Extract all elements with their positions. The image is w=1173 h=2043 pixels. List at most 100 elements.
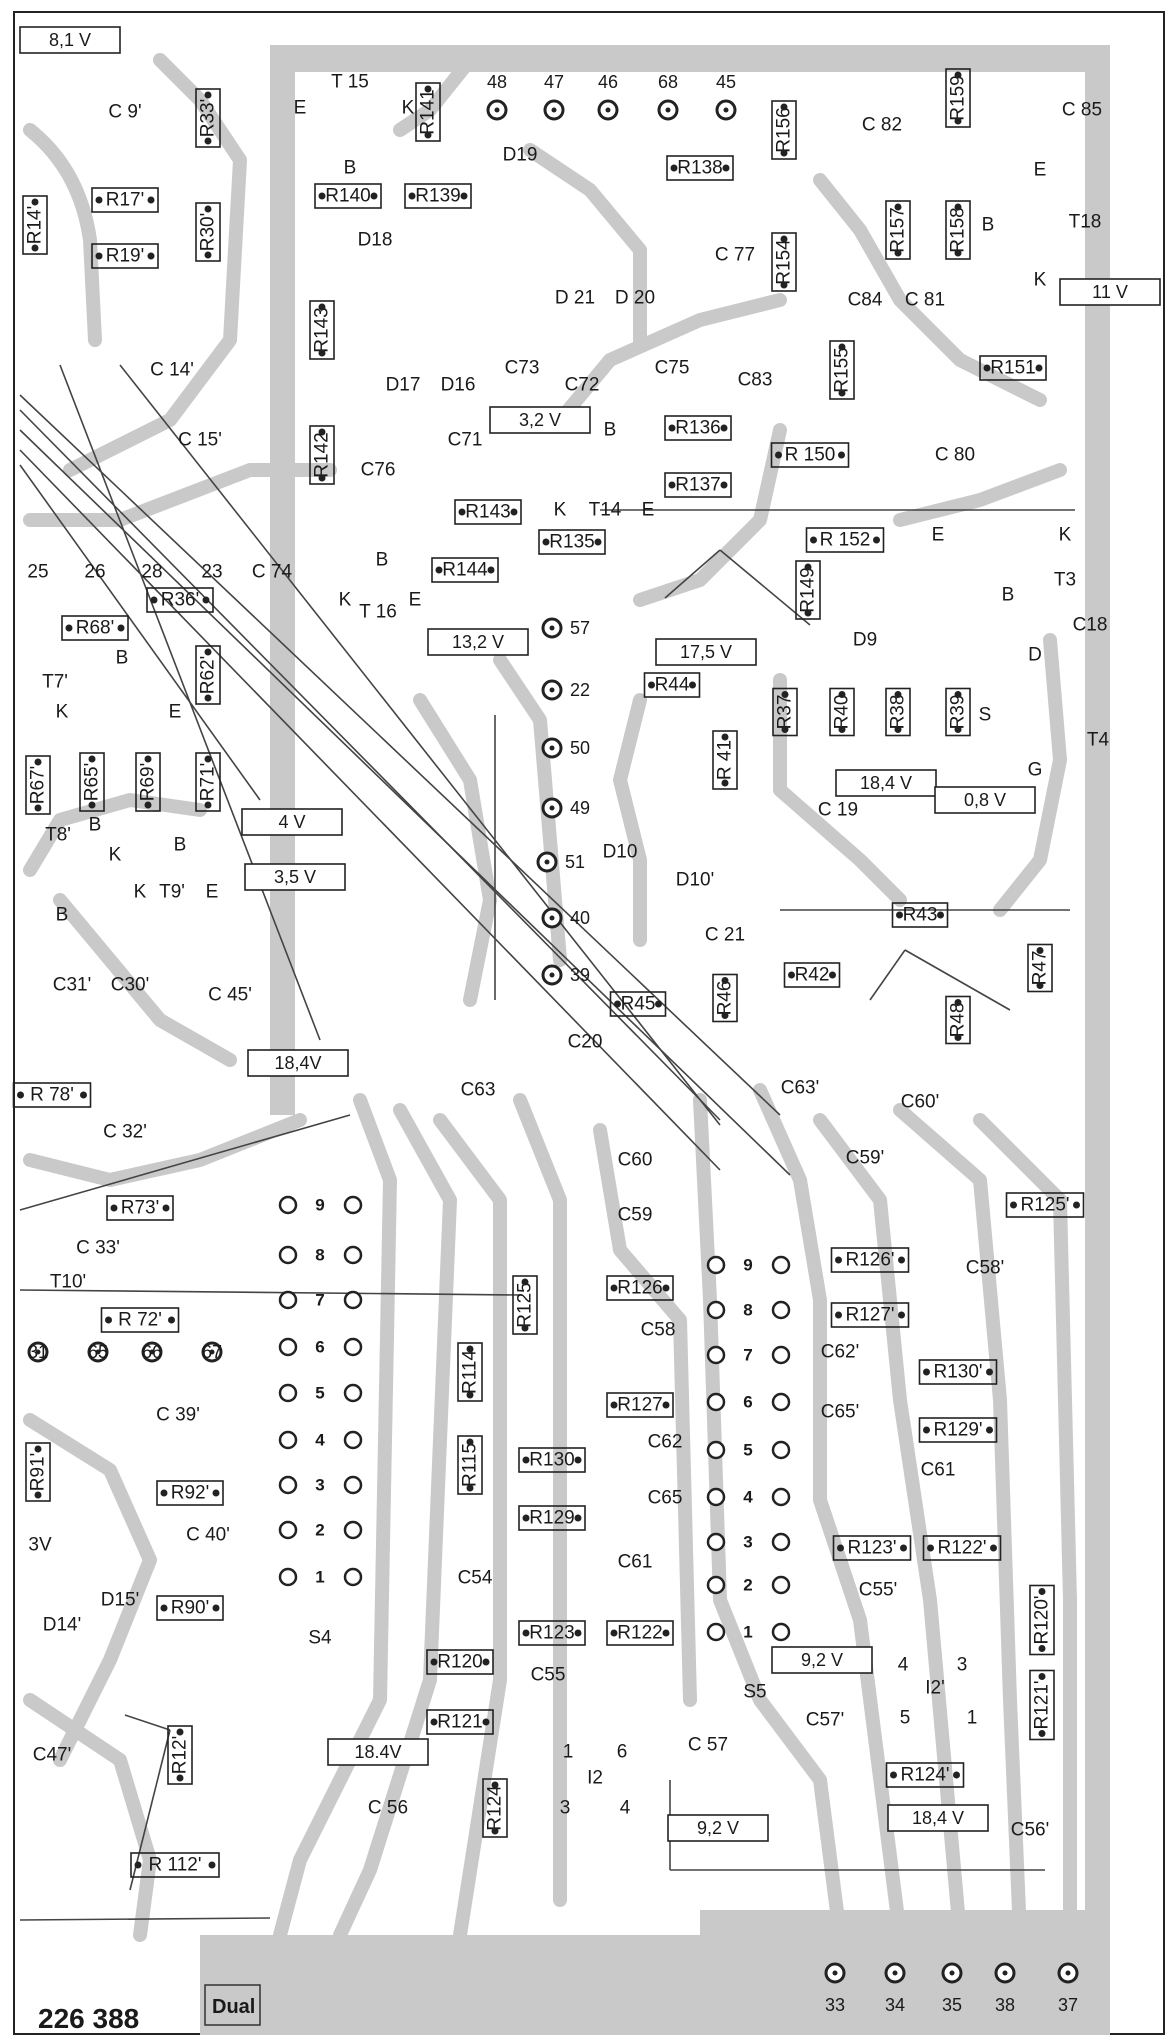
component-label: E: [206, 882, 219, 903]
pad-number: 34: [885, 1995, 905, 2015]
component-label: 23: [201, 562, 222, 583]
lead-dot: [466, 1484, 474, 1492]
lead-dot: [31, 244, 39, 252]
component-label-text: 3: [957, 1655, 968, 1676]
component-label-text: 23: [201, 562, 222, 583]
lead-dot: [150, 596, 158, 604]
component-label-text: C83: [738, 370, 773, 391]
component-label-text: R48: [948, 1003, 969, 1038]
component-label: T14: [589, 500, 622, 521]
switch-pad: [771, 1345, 791, 1365]
lead-dot: [835, 1311, 842, 1319]
component-label-text: R47: [1030, 951, 1051, 986]
component-label: R48: [945, 995, 971, 1045]
component-label: 3: [560, 1798, 571, 1819]
component-label: C71: [448, 430, 483, 451]
component-label: C 21: [705, 925, 745, 946]
component-label-text: C 33': [76, 1238, 120, 1259]
component-label-text: R 152: [820, 530, 871, 551]
component-label: R 112': [130, 1852, 220, 1878]
component-label-text: T8': [45, 825, 71, 846]
component-label-text: C30': [111, 975, 149, 996]
component-label-text: R36': [161, 590, 199, 611]
component-label-text: R121: [437, 1712, 482, 1733]
resistor-body: [830, 1247, 910, 1273]
lead-dot: [31, 198, 39, 206]
lead-dot: [781, 726, 789, 733]
switch-pin-number: 1: [743, 1623, 752, 1642]
component-label-text: R 41: [715, 740, 736, 780]
component-label: R151: [979, 355, 1047, 381]
lead-dot: [720, 481, 728, 489]
pad-hole: [544, 859, 550, 865]
component-label: C 74: [252, 562, 293, 583]
switch-pin-number: 8: [315, 1246, 324, 1265]
component-label: E: [642, 500, 655, 521]
pad-hole: [149, 1349, 155, 1355]
pad-hole: [549, 805, 555, 811]
lead-dot: [594, 538, 602, 546]
component-label: S5: [743, 1682, 766, 1703]
lead-dot: [466, 1391, 474, 1399]
component-label: C 82: [862, 115, 902, 136]
component-label: R156: [771, 100, 797, 160]
lead-dot: [721, 977, 729, 984]
lead-dot: [34, 1491, 42, 1499]
component-label: C73: [505, 358, 540, 379]
resistor-body: [945, 995, 971, 1045]
resistor-body: [12, 1082, 92, 1108]
component-label-text: B: [56, 905, 69, 926]
component-label: R 72': [100, 1307, 180, 1333]
lead-dot: [894, 691, 902, 698]
component-label: C84: [848, 290, 883, 311]
lead-dot: [838, 726, 846, 733]
lead-dot: [1073, 1201, 1080, 1209]
component-label-text: C18: [1073, 615, 1108, 636]
lead-dot: [17, 1091, 24, 1099]
voltage-frame: [244, 863, 346, 891]
pad-number: 50: [570, 738, 590, 758]
part-number: 226 388: [38, 2003, 139, 2034]
component-label-text: R71': [198, 763, 219, 801]
resistor-body: [457, 1435, 483, 1495]
component-label-text: R123: [529, 1623, 574, 1644]
resistor-body: [805, 527, 885, 553]
component-label: K: [554, 500, 567, 521]
component-label-text: B: [376, 550, 389, 571]
lead-dot: [1038, 1588, 1046, 1595]
resistor-body: [61, 615, 129, 641]
voltage-value: 18,4 V: [912, 1808, 964, 1828]
component-label-text: C76: [361, 460, 396, 481]
component-label: R44: [643, 672, 701, 698]
lead-dot: [65, 624, 73, 632]
resistor-body: [106, 1195, 174, 1221]
component-label: C83: [738, 370, 773, 391]
component-label-text: D19: [503, 145, 538, 166]
pad-hole: [35, 1349, 41, 1355]
lead-dot: [491, 1781, 499, 1789]
lead-dot: [430, 1718, 438, 1726]
voltage-frame: [19, 26, 121, 54]
switch-pin-number: 2: [315, 1521, 324, 1540]
component-label: D14': [43, 1615, 81, 1636]
resistor-body: [606, 1620, 674, 1646]
component-label: R158: [945, 200, 971, 260]
lead-dot: [937, 911, 944, 919]
resistor-body: [643, 672, 701, 698]
lead-dot: [204, 755, 212, 763]
lead-dot: [894, 726, 902, 733]
lead-dot: [954, 117, 962, 125]
component-label: R127': [830, 1302, 910, 1328]
component-label: R91': [25, 1442, 51, 1502]
lead-dot: [610, 1284, 618, 1292]
resistor-body: [830, 1302, 910, 1328]
component-label: R121': [1029, 1669, 1055, 1741]
component-label: C 39': [156, 1405, 200, 1426]
component-label: C58': [966, 1258, 1004, 1279]
pad-number: 35: [942, 1995, 962, 2015]
lead-dot: [954, 999, 962, 1006]
component-label-text: R151: [990, 358, 1035, 379]
voltage-value: 9,2 V: [801, 1650, 843, 1670]
